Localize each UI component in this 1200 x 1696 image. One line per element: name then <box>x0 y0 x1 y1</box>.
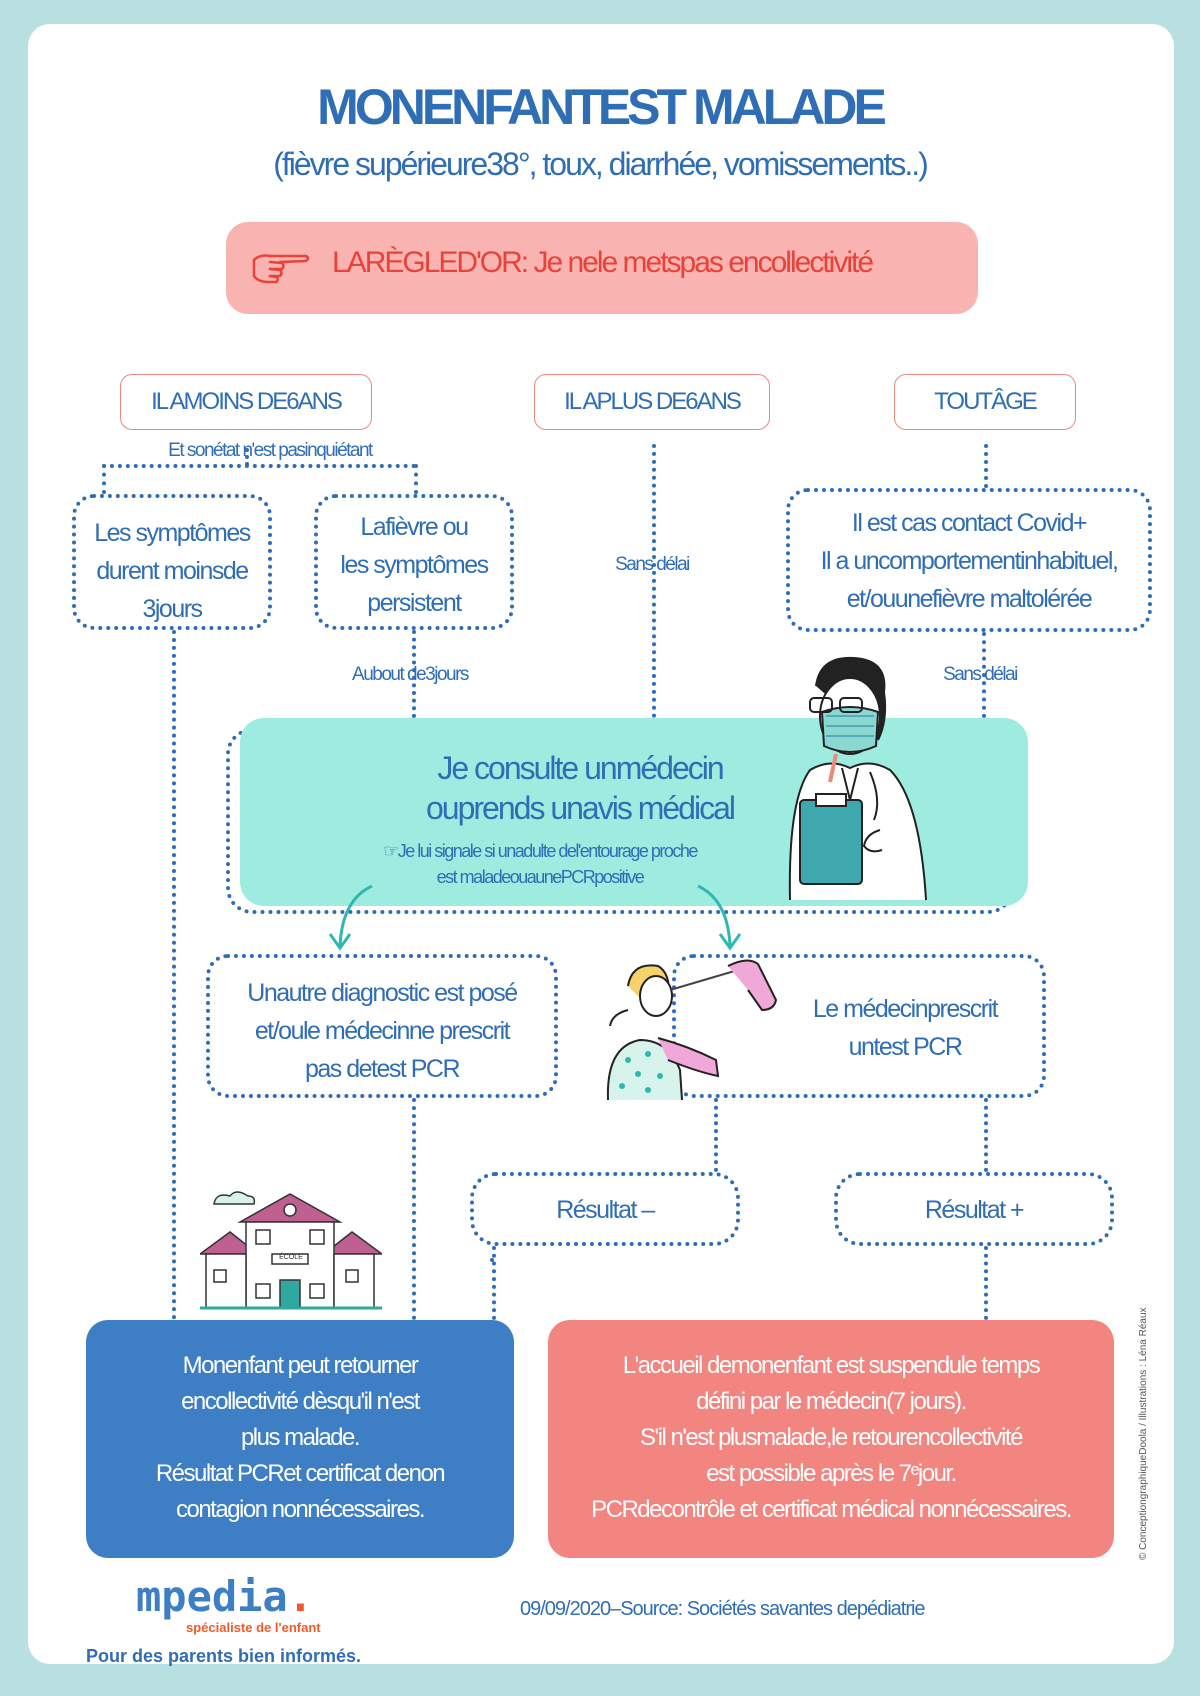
return-to-school-box <box>86 1320 514 1558</box>
consult-note: ☞Je lui signale si unadulte del'entourag… <box>383 841 698 887</box>
connector <box>714 1098 718 1172</box>
box-pcr-prescribed <box>672 954 1046 1098</box>
result-positive-label: Résultat + <box>924 1196 1025 1224</box>
connector <box>102 464 106 494</box>
connector <box>984 444 988 488</box>
page-title: MONENFANTEST MALADE <box>317 79 887 135</box>
connector <box>982 632 986 718</box>
category-all-ages: TOUTÂGE <box>894 374 1076 430</box>
category-under-6: IL AMOINS DE6ANS <box>120 374 372 430</box>
connector <box>492 1246 496 1320</box>
label-after-3-days: Aubout de3jours <box>352 664 469 685</box>
box-short-symptoms <box>72 494 272 630</box>
box-result-negative <box>470 1172 740 1246</box>
suspended-text: L'accueil demonenfant est suspendule tem… <box>591 1352 1072 1523</box>
box-result-positive <box>834 1172 1114 1246</box>
box-all-ages-conditions <box>786 488 1152 632</box>
connector <box>414 464 418 494</box>
connector <box>412 1098 416 1320</box>
connector <box>984 1098 988 1172</box>
suspended-box <box>548 1320 1114 1558</box>
label-no-delay-right: Sans délai <box>943 664 1018 685</box>
box-all-ages-conditions-text: Il est cas contact Covid+Il a uncomporte… <box>820 509 1119 613</box>
connector-under6-to-return <box>172 630 176 1320</box>
result-negative-label: Résultat – <box>556 1196 655 1224</box>
golden-rule-banner <box>226 222 978 314</box>
logo-tagline: spécialiste de l'enfant <box>186 1620 321 1635</box>
connector <box>652 444 656 718</box>
box-other-diagnosis <box>206 954 558 1098</box>
doctor-illustration <box>788 656 927 901</box>
pcr-test-illustration <box>606 959 778 1100</box>
category-over-6: IL APLUS DE6ANS <box>534 374 770 430</box>
connector <box>984 1246 988 1320</box>
label-no-delay-middle: Sans délai <box>615 554 690 575</box>
mpedia-logo: mpedia. <box>136 1572 314 1621</box>
arrow-right-icon <box>697 884 742 951</box>
box-persistent-symptoms <box>314 494 514 630</box>
under6-condition-note: Et sonétat n'est pasinquiétant <box>168 440 373 461</box>
pointing-hand-icon <box>252 254 310 284</box>
school-illustration <box>200 1191 382 1310</box>
connector <box>245 448 249 466</box>
arrow-left-icon <box>328 884 373 951</box>
connector <box>102 464 416 468</box>
source-line: 09/09/2020–Source: Sociétés savantes dep… <box>520 1598 926 1620</box>
connector <box>412 630 416 718</box>
page-subtitle: (fièvre supérieure38°, toux, diarrhée, v… <box>273 146 929 182</box>
footer-slogan: Pour des parents bien informés. <box>86 1646 362 1666</box>
school-sign: ÉCOLE <box>279 1254 303 1261</box>
credits: © ConceptiongraphiqueDoola / Illustratio… <box>1138 1307 1149 1560</box>
golden-rule-text: LARÈGLED'OR: Je nele metspas encollectiv… <box>332 246 874 279</box>
